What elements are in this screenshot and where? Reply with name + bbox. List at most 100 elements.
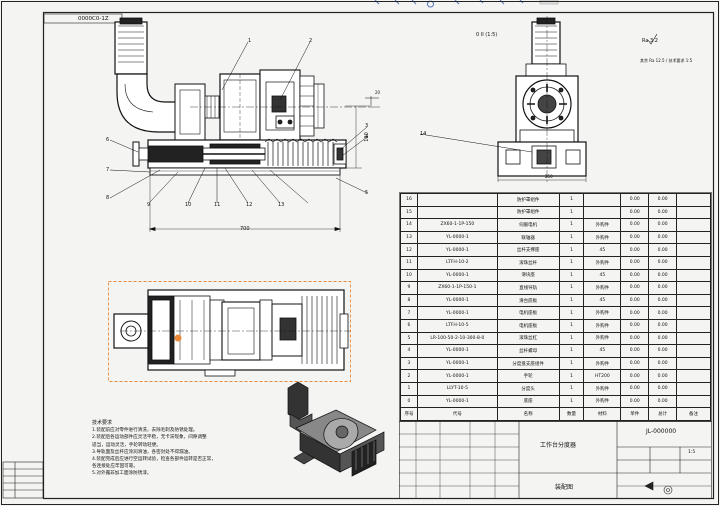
- bom-cell-name: 分度盘支座组件: [496, 356, 560, 371]
- bom-cell-note: [676, 369, 711, 383]
- bom-header-cell: 序号: [400, 407, 418, 421]
- bom-cell-name: 电机座板: [496, 306, 560, 320]
- bom-cell-qty: 1: [558, 218, 585, 232]
- bom-header-cell: 材料: [583, 407, 622, 421]
- bom-cell-qty: 1: [558, 205, 585, 220]
- top-view: [113, 289, 350, 377]
- bom-cell-note: [676, 193, 711, 207]
- notes-heading: 技术要求: [92, 420, 113, 426]
- bom-cell-w1: 0.00: [620, 318, 650, 333]
- bom-cell-note: [676, 243, 711, 257]
- bom-cell-w1: 0.00: [620, 205, 650, 220]
- selection-box[interactable]: [108, 281, 351, 382]
- bom-cell-code: YL-0000-1: [416, 243, 498, 257]
- balloon: 13: [278, 202, 285, 208]
- bom-cell-w1: 0.00: [620, 255, 650, 270]
- bom-cell-mat: 外购件: [583, 394, 622, 409]
- bom-cell-w1: 0.00: [620, 268, 650, 283]
- bom-cell-w1: 0.00: [620, 381, 650, 396]
- bom-cell-w2: 0.00: [648, 218, 678, 232]
- bom-cell-mat: 外购件: [583, 255, 622, 270]
- bom-cell-w1: 0.00: [620, 281, 650, 295]
- balloon: 4: [365, 134, 369, 140]
- bom-cell-qty: 1: [558, 344, 585, 358]
- bom-cell-qty: 1: [558, 394, 585, 409]
- bom-cell-no: 1: [400, 381, 418, 396]
- bom-cell-no: 13: [400, 230, 418, 245]
- technical-notes: 技术要求 1.装配前应对零件进行清洗，去除毛刺及防锈处理。 2.装配后各运动部件…: [92, 420, 282, 478]
- balloon: 6: [106, 137, 110, 143]
- bom-cell-note: [676, 381, 711, 396]
- bom-cell-code: [416, 193, 498, 207]
- drawing-tag: 0000C0-1Z: [78, 16, 109, 22]
- bom-cell-name: 滚珠丝杆: [496, 255, 560, 270]
- notes-line: 各连接处应牢固可靠。: [92, 464, 138, 470]
- bom-cell-no: 2: [400, 369, 418, 383]
- bom-cell-mat: 45: [583, 268, 622, 283]
- sheet-type: 装配图: [555, 484, 574, 491]
- balloon: 11: [214, 202, 221, 208]
- balloon: 14: [420, 131, 427, 137]
- drawing-number: JL-000000: [646, 428, 677, 435]
- bom-cell-name: 防护罩组件: [496, 193, 560, 207]
- bom-cell-w2: 0.00: [648, 255, 678, 270]
- bom-cell-note: [676, 255, 711, 270]
- bom-cell-mat: 外购件: [583, 230, 622, 245]
- balloon: 3: [365, 123, 369, 129]
- bom-cell-no: 16: [400, 193, 418, 207]
- bom-cell-no: 3: [400, 356, 418, 371]
- bom-cell-w2: 0.00: [648, 230, 678, 245]
- bom-cell-qty: 1: [558, 381, 585, 396]
- bom-cell-w2: 0.00: [648, 381, 678, 396]
- bom-cell-code: YL-0000-1: [416, 306, 498, 320]
- bom-cell-w2: 0.00: [648, 344, 678, 358]
- bom-cell-code: YL-0000-1: [416, 356, 498, 371]
- balloon: 12: [246, 202, 253, 208]
- bom-cell-qty: 1: [558, 318, 585, 333]
- bom-header-cell: 总计: [648, 407, 678, 421]
- bom-cell-w1: 0.00: [620, 344, 650, 358]
- bom-cell-qty: 1: [558, 293, 585, 308]
- bom-cell-note: [676, 205, 711, 220]
- bom-cell-no: 0: [400, 394, 418, 409]
- side-view: [419, 16, 658, 182]
- bom-cell-qty: 1: [558, 230, 585, 245]
- bom-header-cell: 代号: [416, 407, 498, 421]
- bom-cell-qty: 1: [558, 243, 585, 257]
- balloon: 9: [147, 202, 151, 208]
- bom-cell-code: ZX60-1-1P-150-1: [416, 281, 498, 295]
- bom-header-cell: 备注: [676, 407, 711, 421]
- bom-cell-w1: 0.00: [620, 218, 650, 232]
- bom-cell-w1: 0.00: [620, 369, 650, 383]
- bom-cell-mat: 外购件: [583, 306, 622, 320]
- balloon: 5: [365, 190, 369, 196]
- bom-cell-note: [676, 394, 711, 409]
- bom-cell-w2: 0.00: [648, 205, 678, 220]
- bom-cell-code: YL-0000-1: [416, 293, 498, 308]
- bom-cell-name: 直线导轨: [496, 281, 560, 295]
- bom-cell-qty: 1: [558, 193, 585, 207]
- bom-cell-note: [676, 306, 711, 320]
- bom-cell-w2: 0.00: [648, 318, 678, 333]
- bom-cell-w2: 0.00: [648, 356, 678, 371]
- bom-cell-no: 7: [400, 306, 418, 320]
- bom-cell-name: 防护罩组件: [496, 205, 560, 220]
- dim-side-width: 250: [545, 174, 553, 179]
- balloon: 7: [106, 167, 110, 173]
- bom-cell-note: [676, 281, 711, 295]
- bom-cell-w2: 0.00: [648, 268, 678, 283]
- bom-cell-w1: 0.00: [620, 230, 650, 245]
- bom-cell-mat: 外购件: [583, 331, 622, 346]
- bom-cell-w2: 0.00: [648, 243, 678, 257]
- bom-cell-qty: 1: [558, 281, 585, 295]
- bom-cell-no: 10: [400, 268, 418, 283]
- bom-cell-mat: 外购件: [583, 381, 622, 396]
